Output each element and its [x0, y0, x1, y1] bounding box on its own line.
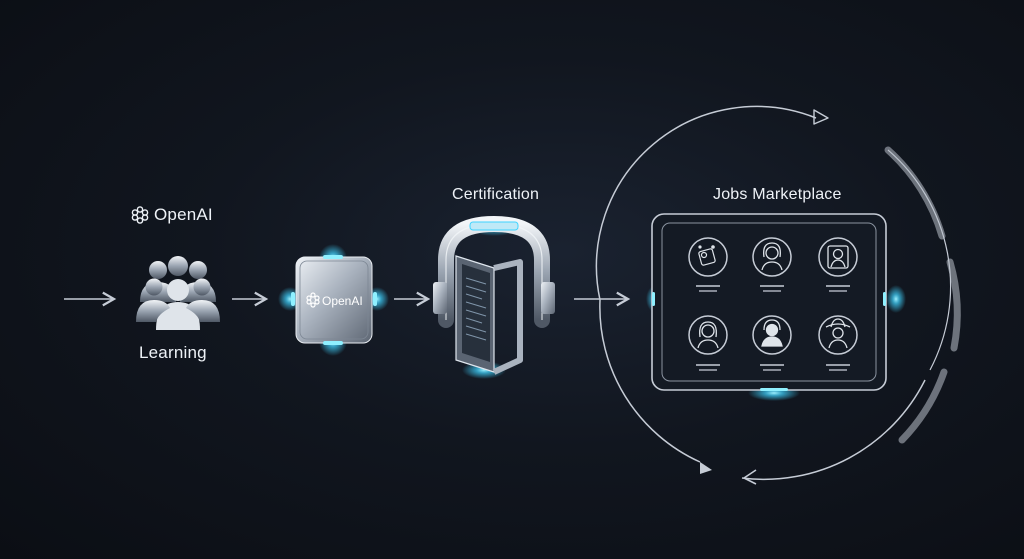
openai-knot-icon	[306, 292, 320, 308]
learning-brand-text: OpenAI	[154, 205, 213, 224]
woman-profile-icon	[697, 321, 719, 349]
learning-label: Learning	[139, 343, 207, 362]
profile-slot	[752, 237, 792, 292]
learning-brand: OpenAI	[131, 205, 213, 225]
woman-profile-icon	[761, 242, 783, 271]
cowboy-profile-icon	[825, 318, 851, 349]
module-brand: OpenAI	[306, 292, 363, 308]
puzzle-person-icon	[698, 245, 716, 266]
profile-slot	[752, 315, 792, 371]
profile-slot	[688, 315, 728, 371]
cycle-arrowhead-bottom-right	[742, 469, 757, 485]
cycle-arrowhead-bottom-left	[700, 462, 712, 474]
framed-person-icon	[827, 245, 849, 269]
cycle-outer-segments	[884, 146, 961, 444]
people-group-icon	[136, 256, 220, 330]
openai-knot-icon	[131, 206, 149, 224]
person-headset-icon	[761, 319, 783, 347]
jobs-marketplace-label: Jobs Marketplace	[713, 186, 842, 203]
profile-slot	[818, 237, 858, 292]
jobs-marketplace-panel	[646, 213, 906, 401]
scanner-arch-icon	[433, 215, 555, 379]
profile-slot	[688, 237, 728, 292]
openai-module-card	[278, 244, 389, 356]
certification-label: Certification	[452, 186, 540, 203]
module-brand-text: OpenAI	[322, 294, 363, 308]
profile-slot	[818, 315, 858, 371]
cycle-arrowhead-top	[813, 109, 829, 125]
